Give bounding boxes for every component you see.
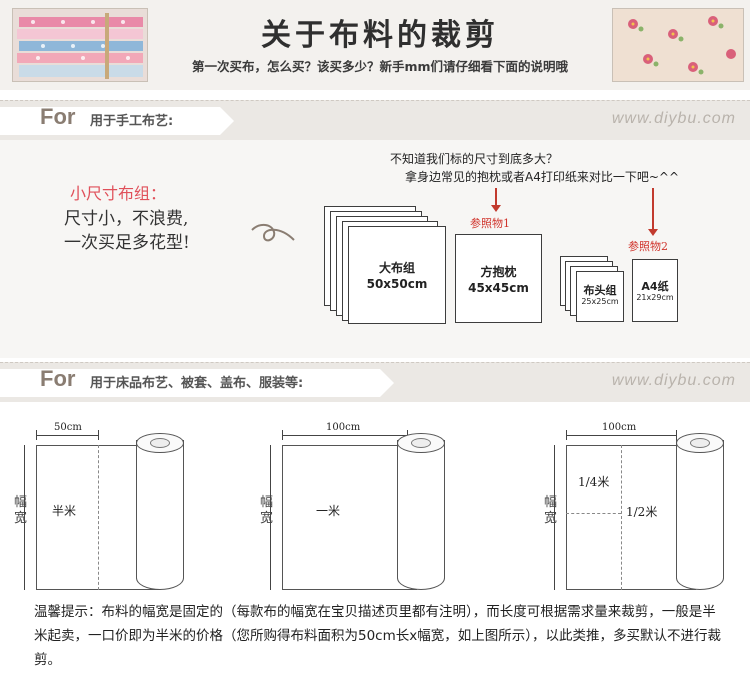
roll-cylinder [136, 440, 184, 590]
width-indicator [554, 445, 555, 590]
roll-cut-label-half: 1/2米 [626, 505, 658, 519]
arrow-down-icon [648, 188, 658, 236]
roll-core [150, 438, 170, 448]
fabric-stack-photo [12, 8, 148, 82]
section-bar-handcraft: For 用于手工布艺: www.diybu.com [0, 100, 750, 140]
site-watermark: www.diybu.com [611, 110, 736, 127]
a4-name: A4纸 [641, 280, 669, 293]
section-heading: 用于床品布艺、被套、盖布、服装等: [90, 376, 304, 391]
page-subtitle: 第一次买布，怎么买？该买多少？新手mm们请仔细看下面的说明哦 [191, 59, 569, 74]
roll-core [411, 438, 431, 448]
dimension-line [566, 435, 676, 436]
pillow-name: 方抱枕 [480, 265, 517, 279]
question-line-1: 不知道我们标的尺寸到底多大？ [390, 152, 559, 166]
reference-label-2: 参照物2 [628, 240, 668, 253]
roll-cut-label-quarter: 1/4米 [578, 475, 610, 489]
tip-paragraph: 温馨提示：布料的幅宽是固定的（每款布的幅宽在宝贝描述页里都有注明），而长度可根据… [34, 604, 721, 668]
roll-cylinder [676, 440, 724, 590]
section-tag [0, 369, 394, 397]
width-label: 幅宽 [260, 495, 274, 526]
pillow-size: 45x45cm [468, 281, 529, 295]
section-heading: 用于手工布艺: [90, 114, 174, 129]
dimension-tick [676, 430, 677, 440]
pillow-reference: 方抱枕 45x45cm [455, 234, 542, 323]
fabric-roll-one-meter: 100cm 幅宽 一米 [260, 405, 445, 595]
a4-size: 21x29cm [636, 293, 674, 302]
big-set-size: 50x50cm [366, 277, 428, 291]
squiggle-decoration-icon [251, 224, 295, 242]
big-set-name: 大布组 [378, 261, 415, 275]
reference-label-1: 参照物1 [470, 217, 510, 230]
section-for-label: For [40, 104, 76, 129]
dimension-line [282, 435, 407, 436]
fabric-sheet [282, 445, 417, 590]
width-label: 幅宽 [544, 495, 558, 526]
width-indicator [24, 445, 25, 590]
dimension-tick [98, 430, 99, 440]
cut-line [566, 513, 621, 514]
arrow-down-icon [491, 188, 501, 212]
roll-dimension: 100cm [326, 422, 361, 433]
roll-cut-label: 一米 [316, 504, 341, 518]
question-line-2: 拿身边常见的抱枕或者A4打印纸来对比一下吧~^^ [405, 170, 680, 184]
fabric-roll-half-meter: 50cm 幅宽 半米 [14, 405, 186, 595]
fabric-roll-fractions: 100cm 幅宽 1/4米 1/2米 [544, 405, 724, 595]
small-size-title: 小尺寸布组： [70, 184, 167, 203]
cut-line [621, 445, 622, 590]
roll-dimension: 50cm [54, 422, 82, 433]
site-watermark: www.diybu.com [611, 372, 736, 389]
roll-core [690, 438, 710, 448]
scrap-set-size: 25x25cm [581, 297, 619, 306]
section-tag [0, 107, 234, 135]
scrap-fabric-set: 布头组 25x25cm [576, 271, 624, 322]
cut-line [98, 445, 99, 590]
fabric-floral-photo [612, 8, 744, 82]
big-fabric-set: 大布组 50x50cm [348, 226, 446, 324]
a4-paper-reference: A4纸 21x29cm [632, 259, 678, 322]
roll-dimension: 100cm [602, 422, 637, 433]
small-size-line-2: 一次买足多花型! [64, 233, 190, 253]
dimension-line [36, 435, 98, 436]
scrap-set-name: 布头组 [583, 284, 617, 297]
page-title: 关于布料的裁剪 [261, 18, 499, 53]
section-for-label: For [40, 366, 76, 391]
roll-cut-label: 半米 [52, 504, 77, 518]
small-size-line-1: 尺寸小，不浪费, [64, 209, 189, 229]
header-banner: 关于布料的裁剪 第一次买布，怎么买？该买多少？新手mm们请仔细看下面的说明哦 [0, 0, 750, 90]
section-bar-bedding: For 用于床品布艺、被套、盖布、服装等: www.diybu.com [0, 362, 750, 402]
width-label: 幅宽 [14, 495, 28, 526]
roll-cylinder [397, 440, 445, 590]
fabric-sheet [566, 445, 696, 590]
width-indicator [270, 445, 271, 590]
